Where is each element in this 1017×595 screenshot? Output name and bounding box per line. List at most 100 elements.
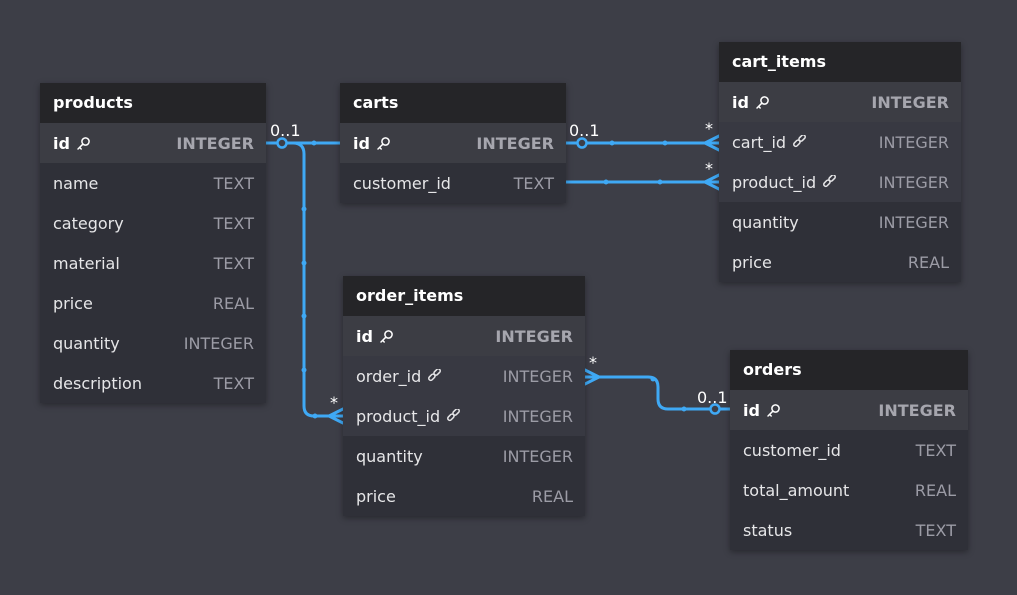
column-type: INTEGER [495,326,573,346]
table-title[interactable]: orders [730,350,968,390]
column-type: TEXT [213,213,254,233]
column-name: product_id [356,406,441,426]
cardinality-label: * [705,159,713,178]
key-icon [379,329,394,344]
flow-dot [650,376,656,382]
column-name-cell: description [53,374,142,393]
column-row[interactable]: price REAL [40,283,266,323]
crows-foot-order-items-order-id [583,368,601,386]
crows-foot-cart-items-cart-id [703,134,721,152]
optional-marker-orders-id [709,403,721,415]
column-name-cell: material [53,254,120,273]
column-name: id [732,92,749,112]
column-name: quantity [732,212,799,232]
flow-dot [657,179,663,185]
table-title[interactable]: cart_items [719,42,961,82]
column-row[interactable]: category TEXT [40,203,266,243]
flow-dot [301,367,307,373]
relation-line-products-order-items[interactable] [291,141,345,418]
column-name: total_amount [743,480,850,500]
column-name: order_id [356,366,422,386]
cardinality-label: * [589,353,597,372]
column-name-cell: product_id [356,407,461,426]
link-icon [822,174,837,190]
flow-dot [609,140,615,146]
link-icon [446,408,461,424]
column-name-cell: quantity [732,213,799,232]
table-title[interactable]: carts [340,83,566,123]
column-name-cell: quantity [356,447,423,466]
column-type: INTEGER [878,212,949,232]
column-name-cell: id [53,134,91,153]
column-row[interactable]: description TEXT [40,363,266,403]
column-name: cart_id [732,132,787,152]
column-name-cell: quantity [53,334,120,353]
column-name: product_id [732,172,817,192]
column-name: price [53,293,93,313]
column-row[interactable]: total_amount REAL [730,470,968,510]
column-type: INTEGER [176,133,254,153]
key-icon [755,95,770,110]
column-type: INTEGER [502,446,573,466]
column-name: description [53,373,142,393]
column-type: REAL [914,480,956,500]
column-row[interactable]: price REAL [719,242,961,282]
flow-dot [662,140,668,146]
column-row[interactable]: quantity INTEGER [719,202,961,242]
column-type: TEXT [915,440,956,460]
optional-marker-carts-id [576,137,588,149]
crows-foot-order-items-product-id [327,407,345,425]
column-name: id [53,133,70,153]
table-title[interactable]: order_items [343,276,585,316]
key-icon [766,403,781,418]
flow-dot [311,140,317,146]
table-title[interactable]: products [40,83,266,123]
column-name-cell: status [743,521,792,540]
column-name: name [53,173,99,193]
column-row[interactable]: price REAL [343,476,585,516]
column-row[interactable]: id INTEGER [40,123,266,163]
column-name: quantity [53,333,120,353]
column-name: id [743,400,760,420]
column-name-cell: id [353,134,391,153]
column-name-cell: product_id [732,173,837,192]
column-type: INTEGER [878,132,949,152]
column-type: REAL [212,293,254,313]
crows-foot-cart-items-product-id [703,173,721,191]
column-type: REAL [531,486,573,506]
column-type: TEXT [213,373,254,393]
column-name: quantity [356,446,423,466]
link-icon [427,368,442,384]
key-icon [376,136,391,151]
column-row[interactable]: quantity INTEGER [343,436,585,476]
column-name: material [53,253,120,273]
column-name-cell: price [53,294,93,313]
cardinality-label: * [330,393,338,412]
column-name: price [356,486,396,506]
column-name: price [732,252,772,272]
cardinality-label: 0..1 [569,121,600,140]
link-icon [792,134,807,150]
column-type: REAL [907,252,949,272]
column-row[interactable]: cart_id INTEGER [719,122,961,162]
column-name: category [53,213,124,233]
column-name-cell: price [732,253,772,272]
